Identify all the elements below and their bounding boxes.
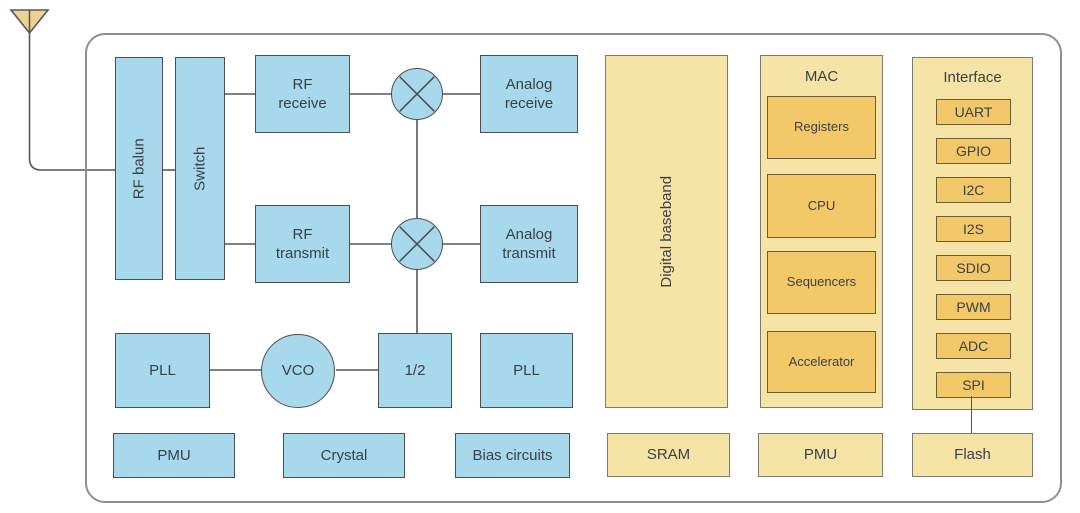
block-rf-transmit: RF transmit xyxy=(255,205,350,283)
wire-spi-flash xyxy=(971,396,972,433)
block-flash: Flash xyxy=(912,433,1033,477)
block-label: SRAM xyxy=(646,446,691,464)
block-interface-pwm: PWM xyxy=(936,294,1011,320)
block-rf-balun: RF balun xyxy=(115,57,163,280)
antenna-icon xyxy=(9,9,115,171)
block-mac-container: MAC Registers CPU Sequencers Accelerator xyxy=(760,55,883,408)
block-interface-container: Interface UART GPIO I2C I2S SDIO PWM ADC… xyxy=(912,57,1033,410)
block-label: Flash xyxy=(954,446,991,464)
mixer-icon xyxy=(391,218,443,270)
block-analog-receive: Analog receive xyxy=(480,55,578,133)
block-label: PMU xyxy=(157,446,191,464)
block-label: SDIO xyxy=(956,259,991,276)
block-mac-registers: Registers xyxy=(767,96,876,159)
block-interface-spi: SPI xyxy=(936,372,1011,398)
block-label: Registers xyxy=(794,119,849,135)
block-interface-sdio: SDIO xyxy=(936,255,1011,281)
block-mac-sequencers: Sequencers xyxy=(767,251,876,314)
block-label: PLL xyxy=(513,361,540,379)
mixer-cross-icon xyxy=(399,76,435,112)
block-label: Switch xyxy=(191,146,209,191)
block-pmu-analog: PMU xyxy=(113,433,235,478)
mixer-icon xyxy=(391,68,443,120)
chip-outline xyxy=(85,33,1062,503)
block-interface-gpio: GPIO xyxy=(936,138,1011,164)
block-label: RF transmit xyxy=(275,225,330,263)
block-label: I2C xyxy=(962,181,985,198)
block-label: PMU xyxy=(803,446,838,464)
block-interface-i2c: I2C xyxy=(936,177,1011,203)
block-label: CPU xyxy=(807,197,836,213)
block-interface-adc: ADC xyxy=(936,333,1011,359)
block-label: RF balun xyxy=(130,138,148,199)
block-label: GPIO xyxy=(955,142,991,159)
block-label: Sequencers xyxy=(786,274,857,290)
block-vco: VCO xyxy=(261,334,335,408)
interface-title: Interface xyxy=(943,69,1002,86)
block-label: VCO xyxy=(281,362,315,380)
block-crystal: Crystal xyxy=(283,433,405,478)
block-label: RF receive xyxy=(278,75,327,113)
block-label: PWM xyxy=(956,298,991,315)
block-mac-cpu: CPU xyxy=(767,174,876,238)
block-digital-baseband: Digital baseband xyxy=(605,55,728,408)
block-rf-receive: RF receive xyxy=(255,55,350,133)
block-sram: SRAM xyxy=(607,433,730,477)
block-label: ADC xyxy=(958,337,989,354)
block-label: Bias circuits xyxy=(472,446,553,464)
block-label: SPI xyxy=(962,376,985,393)
block-interface-uart: UART xyxy=(936,99,1011,125)
block-label: 1/2 xyxy=(404,361,426,379)
block-label: Digital baseband xyxy=(657,175,675,288)
block-pll-left: PLL xyxy=(115,333,210,408)
block-label: Analog transmit xyxy=(502,225,556,263)
block-pmu-digital: PMU xyxy=(758,433,883,477)
block-label: PLL xyxy=(149,361,176,379)
block-label: Analog receive xyxy=(504,75,554,113)
block-analog-transmit: Analog transmit xyxy=(480,205,578,283)
block-bias-circuits: Bias circuits xyxy=(455,433,570,478)
mac-title: MAC xyxy=(804,68,839,85)
block-label: UART xyxy=(954,103,993,120)
block-mac-accelerator: Accelerator xyxy=(767,331,876,393)
block-interface-i2s: I2S xyxy=(936,216,1011,242)
wire-lines xyxy=(163,93,480,371)
block-pll-right: PLL xyxy=(480,333,573,408)
block-label: Accelerator xyxy=(788,353,855,369)
block-switch: Switch xyxy=(175,57,225,280)
block-label: Crystal xyxy=(320,446,368,464)
block-divider-1-2: 1/2 xyxy=(378,333,452,408)
mixer-cross-icon xyxy=(399,226,435,262)
block-label: I2S xyxy=(962,220,984,237)
